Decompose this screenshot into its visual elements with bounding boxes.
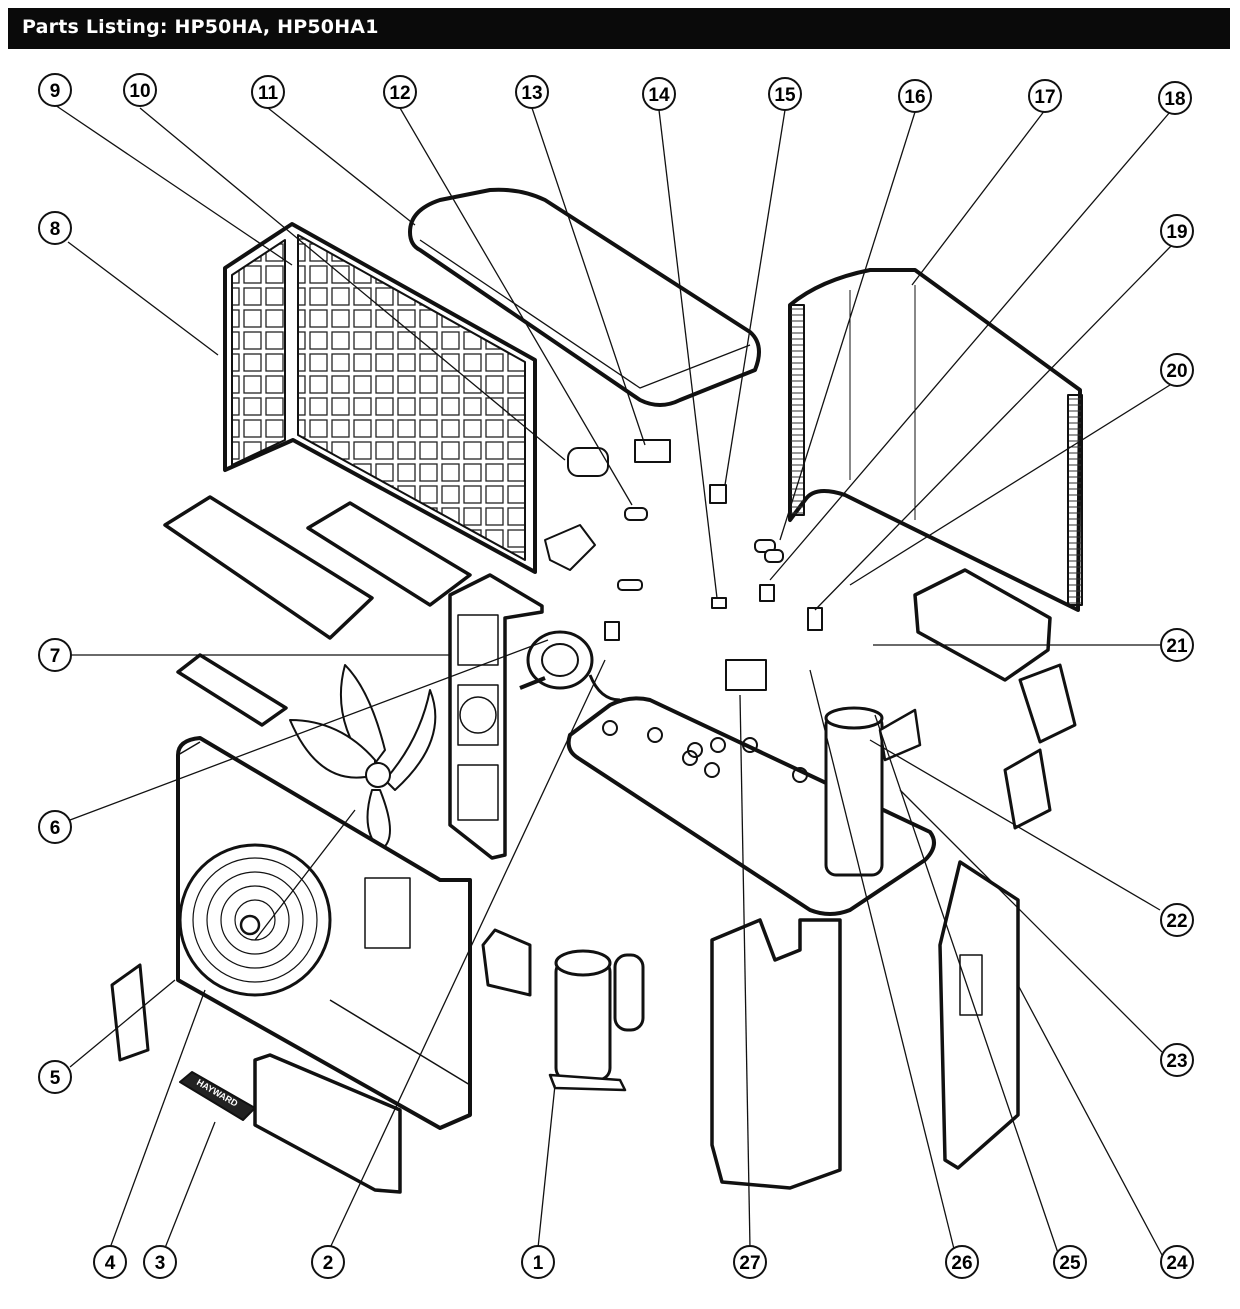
svg-text:16: 16 xyxy=(904,87,925,108)
svg-text:19: 19 xyxy=(1166,222,1187,243)
svg-text:2: 2 xyxy=(323,1253,334,1274)
base-plates xyxy=(163,495,472,727)
svg-text:27: 27 xyxy=(739,1253,760,1274)
callout-26: 26 xyxy=(945,1245,979,1279)
callout-6: 6 xyxy=(38,810,72,844)
svg-text:17: 17 xyxy=(1034,87,1055,108)
svg-text:13: 13 xyxy=(521,83,542,104)
svg-text:23: 23 xyxy=(1166,1051,1187,1072)
callout-23: 23 xyxy=(1160,1043,1194,1077)
title-bar: Parts Listing: HP50HA, HP50HA1 xyxy=(8,8,1230,49)
callout-8: 8 xyxy=(38,211,72,245)
junction-box xyxy=(481,928,532,997)
callout-18: 18 xyxy=(1158,81,1192,115)
left-grille-panel xyxy=(223,222,537,574)
side-panel xyxy=(938,860,1020,1170)
callout-14: 14 xyxy=(642,77,676,111)
svg-text:6: 6 xyxy=(50,818,61,839)
callout-12: 12 xyxy=(383,75,417,109)
svg-text:12: 12 xyxy=(389,83,410,104)
electrical-box xyxy=(913,568,1077,830)
callout-7: 7 xyxy=(38,638,72,672)
callout-19: 19 xyxy=(1160,214,1194,248)
svg-text:18: 18 xyxy=(1164,89,1185,110)
callout-10: 10 xyxy=(123,73,157,107)
callout-24: 24 xyxy=(1160,1245,1194,1279)
svg-text:24: 24 xyxy=(1166,1253,1188,1274)
front-panel-assembly xyxy=(176,736,472,1130)
callout-21: 21 xyxy=(1160,628,1194,662)
callout-3: 3 xyxy=(143,1245,177,1279)
callout-22: 22 xyxy=(1160,903,1194,937)
callout-4: 4 xyxy=(93,1245,127,1279)
callout-2: 2 xyxy=(311,1245,345,1279)
svg-text:21: 21 xyxy=(1166,636,1188,657)
fan-motor xyxy=(519,630,621,702)
callout-markers: 1 2 3 4 5 6 7 8 9 10 11 12 13 14 15 16 1… xyxy=(38,73,1194,1279)
svg-text:14: 14 xyxy=(648,85,670,106)
lower-front-panel xyxy=(253,1053,402,1194)
callout-16: 16 xyxy=(898,79,932,113)
corner-bracket xyxy=(110,963,150,1062)
rear-coil-guard xyxy=(788,268,1083,612)
callout-5: 5 xyxy=(38,1060,72,1094)
heat-exchanger xyxy=(824,706,922,877)
svg-text:11: 11 xyxy=(258,83,279,104)
callout-20: 20 xyxy=(1160,353,1194,387)
top-cover-panel xyxy=(408,187,761,407)
svg-text:26: 26 xyxy=(951,1253,972,1274)
svg-text:22: 22 xyxy=(1166,911,1187,932)
callout-9: 9 xyxy=(38,73,72,107)
svg-text:1: 1 xyxy=(533,1253,544,1274)
svg-text:7: 7 xyxy=(50,646,61,667)
callout-1: 1 xyxy=(521,1245,555,1279)
svg-text:25: 25 xyxy=(1059,1253,1081,1274)
callout-17: 17 xyxy=(1028,79,1062,113)
callout-13: 13 xyxy=(515,75,549,109)
svg-text:9: 9 xyxy=(50,81,61,102)
compressor xyxy=(548,949,645,1092)
callout-11: 11 xyxy=(251,75,285,109)
motor-mount-bracket xyxy=(448,573,544,860)
svg-text:10: 10 xyxy=(129,81,150,102)
page-title: Parts Listing: HP50HA, HP50HA1 xyxy=(22,16,379,38)
svg-text:3: 3 xyxy=(155,1253,166,1274)
center-access-panel xyxy=(710,918,842,1190)
svg-text:15: 15 xyxy=(774,85,796,106)
svg-text:8: 8 xyxy=(50,219,61,240)
callout-27: 27 xyxy=(733,1245,767,1279)
svg-text:20: 20 xyxy=(1166,361,1187,382)
callout-25: 25 xyxy=(1053,1245,1087,1279)
callout-15: 15 xyxy=(768,77,802,111)
svg-text:5: 5 xyxy=(50,1068,61,1089)
svg-text:4: 4 xyxy=(105,1253,116,1274)
small-components xyxy=(544,439,823,691)
fan-blade xyxy=(289,664,437,851)
